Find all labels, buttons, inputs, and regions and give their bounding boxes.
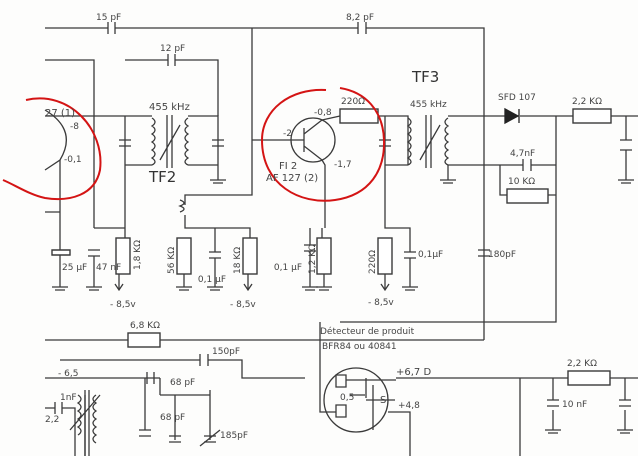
label-r-68k: 6,8 KΩ: [130, 321, 160, 331]
label-r-18k-a: 1,8 KΩ: [133, 240, 143, 270]
label-r-22k-a: 2,2 KΩ: [572, 97, 602, 107]
label-vneg1: - 8,5v: [110, 300, 136, 310]
red-annotation-circle-left: [2, 97, 102, 200]
label-c-15pf: 15 pF: [96, 13, 121, 23]
label-q2-vb: -2: [283, 129, 292, 139]
label-c-68pf-b: 68 pF: [160, 413, 185, 423]
wires: [45, 27, 638, 456]
diode-symbol: [504, 107, 520, 125]
label-q2-ref: AF 127 (2): [266, 173, 318, 184]
label-c-82pf: 8,2 pF: [346, 13, 374, 23]
label-c-185pf: 185pF: [220, 431, 248, 441]
transformers: [69, 115, 450, 456]
label-r-18k-b: 18 KΩ: [233, 247, 243, 274]
label-q2-name: FI 2: [279, 161, 297, 172]
label-c-47nf: 47 nF: [96, 263, 121, 273]
component-labels: 15 pF 8,2 pF 12 pF 455 kHz TF2 27 (1) -8…: [45, 13, 602, 441]
label-c-150pf: 150pF: [212, 347, 240, 357]
mosfet-detector: [323, 367, 396, 433]
label-q1-ref: 27 (1): [45, 108, 75, 119]
label-c-1nf: 1nF: [60, 393, 77, 403]
transistor-q1: [44, 109, 67, 171]
label-v-22: 2,2: [45, 415, 59, 425]
label-diode: SFD 107: [498, 93, 536, 103]
label-vneg2: - 8,5v: [230, 300, 256, 310]
label-q2-vc: -1,7: [334, 160, 352, 170]
label-r-220-a: 220Ω: [341, 97, 365, 107]
label-c-12pf: 12 pF: [160, 44, 185, 54]
label-fet-v05: 0,5: [340, 393, 354, 403]
label-detector-title: Détecteur de produit: [320, 326, 415, 337]
label-q1-v2: -0,1: [64, 155, 82, 165]
label-tf3-freq: 455 kHz: [410, 100, 447, 110]
label-c-25uf: 25 µF: [62, 263, 87, 273]
label-r-22k-b: 2,2 KΩ: [567, 359, 597, 369]
label-c-68pf-a: 68 pF: [170, 378, 195, 388]
red-annotation-circle-transistor: [260, 87, 386, 202]
label-fet-s: S: [380, 395, 386, 406]
label-q1-v1: -8: [70, 122, 79, 132]
label-r-12k: 1,2 KΩ: [308, 244, 318, 274]
label-tf3: TF3: [411, 68, 439, 86]
label-c-01uf-b: 0,1 µF: [274, 263, 302, 273]
ground-symbols: [52, 179, 634, 434]
label-c-180pf: 180pF: [488, 250, 516, 260]
transistor-fi2: [290, 117, 336, 163]
label-tf2-freq: 455 kHz: [149, 102, 190, 113]
label-tf2: TF2: [148, 168, 176, 186]
capacitors: [51, 22, 632, 447]
label-r-10k: 10 KΩ: [508, 177, 535, 187]
label-c-47nf-b: 4,7nF: [510, 149, 535, 159]
resistors: [115, 108, 612, 386]
label-q2-ve: -0,8: [314, 108, 332, 118]
label-c-01uf-a: 0,1 µF: [198, 275, 226, 285]
label-r-56k: 56 KΩ: [167, 247, 177, 274]
label-c-10nf: 10 nF: [562, 400, 587, 410]
label-c-01uf-c: 0,1µF: [418, 250, 443, 260]
label-r-220-b: 220Ω: [368, 250, 378, 274]
label-vneg3: - 8,5v: [368, 298, 394, 308]
label-fet-d: +6,7 D: [396, 367, 431, 378]
label-v-65: - 6,5: [58, 369, 78, 379]
label-detector-part: BFR84 ou 40841: [322, 342, 397, 352]
label-fet-v48: +4,8: [398, 401, 420, 411]
